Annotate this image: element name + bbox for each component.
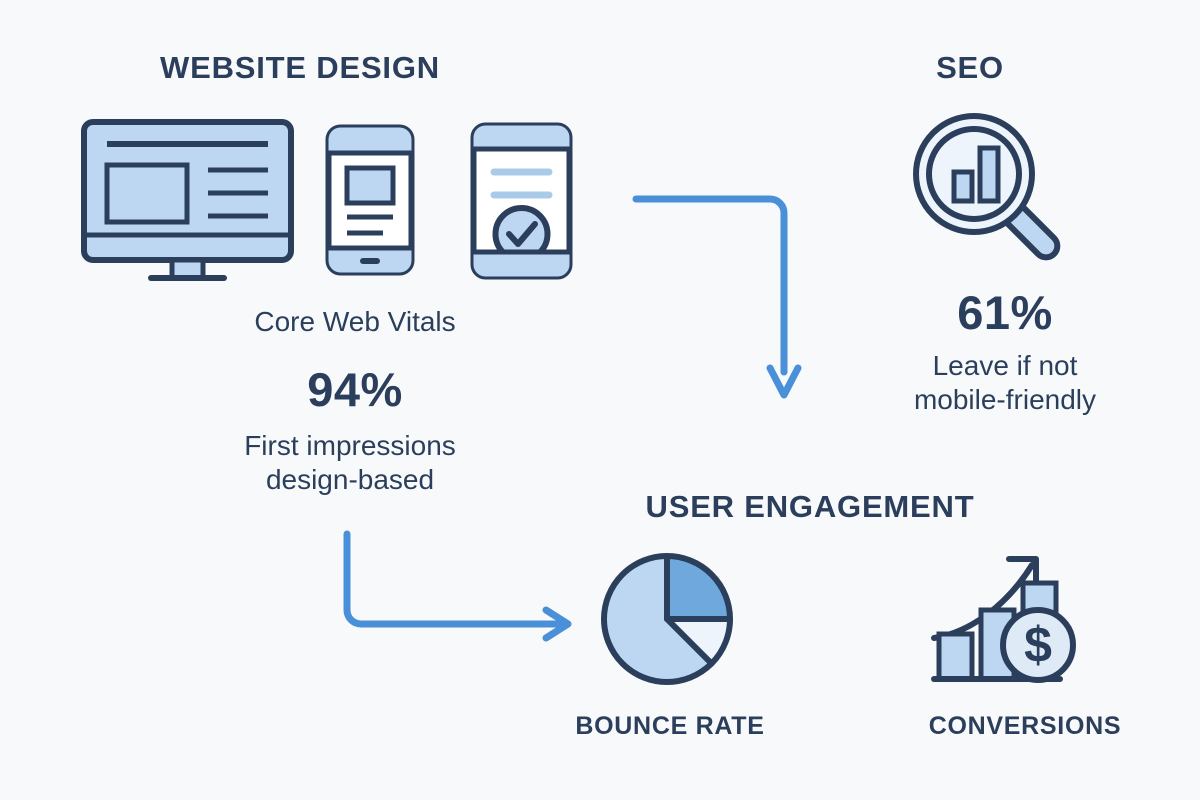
website-design-title: WEBSITE DESIGN bbox=[160, 50, 440, 85]
mobile-phone-icon bbox=[325, 124, 415, 276]
seo-title: SEO bbox=[936, 50, 1004, 85]
seo-stat-caption-line2: mobile-friendly bbox=[913, 384, 1097, 415]
magnifier-bar-chart-icon bbox=[912, 112, 1072, 272]
arrow-design-to-seo bbox=[630, 190, 815, 410]
mobile-phone-check-icon bbox=[470, 122, 573, 280]
website-design-stat-caption-line2: design-based bbox=[265, 464, 435, 495]
website-design-stat-value: 94% bbox=[307, 363, 403, 416]
user-engagement-title: USER ENGAGEMENT bbox=[645, 489, 975, 524]
arrow-design-to-engagement bbox=[338, 528, 578, 642]
growth-bar-chart-dollar-icon: $ bbox=[928, 545, 1076, 685]
core-web-vitals-label: Core Web Vitals bbox=[254, 306, 456, 337]
website-design-stat-caption-line1: First impressions bbox=[244, 430, 456, 461]
pie-chart-icon bbox=[598, 550, 736, 688]
svg-text:$: $ bbox=[1024, 617, 1052, 673]
desktop-monitor-icon bbox=[80, 118, 295, 283]
seo-stat-value: 61% bbox=[957, 286, 1053, 339]
conversions-label: CONVERSIONS bbox=[928, 712, 1122, 740]
bounce-rate-label: BOUNCE RATE bbox=[575, 712, 765, 740]
seo-stat-caption-line1: Leave if not bbox=[932, 350, 1078, 381]
